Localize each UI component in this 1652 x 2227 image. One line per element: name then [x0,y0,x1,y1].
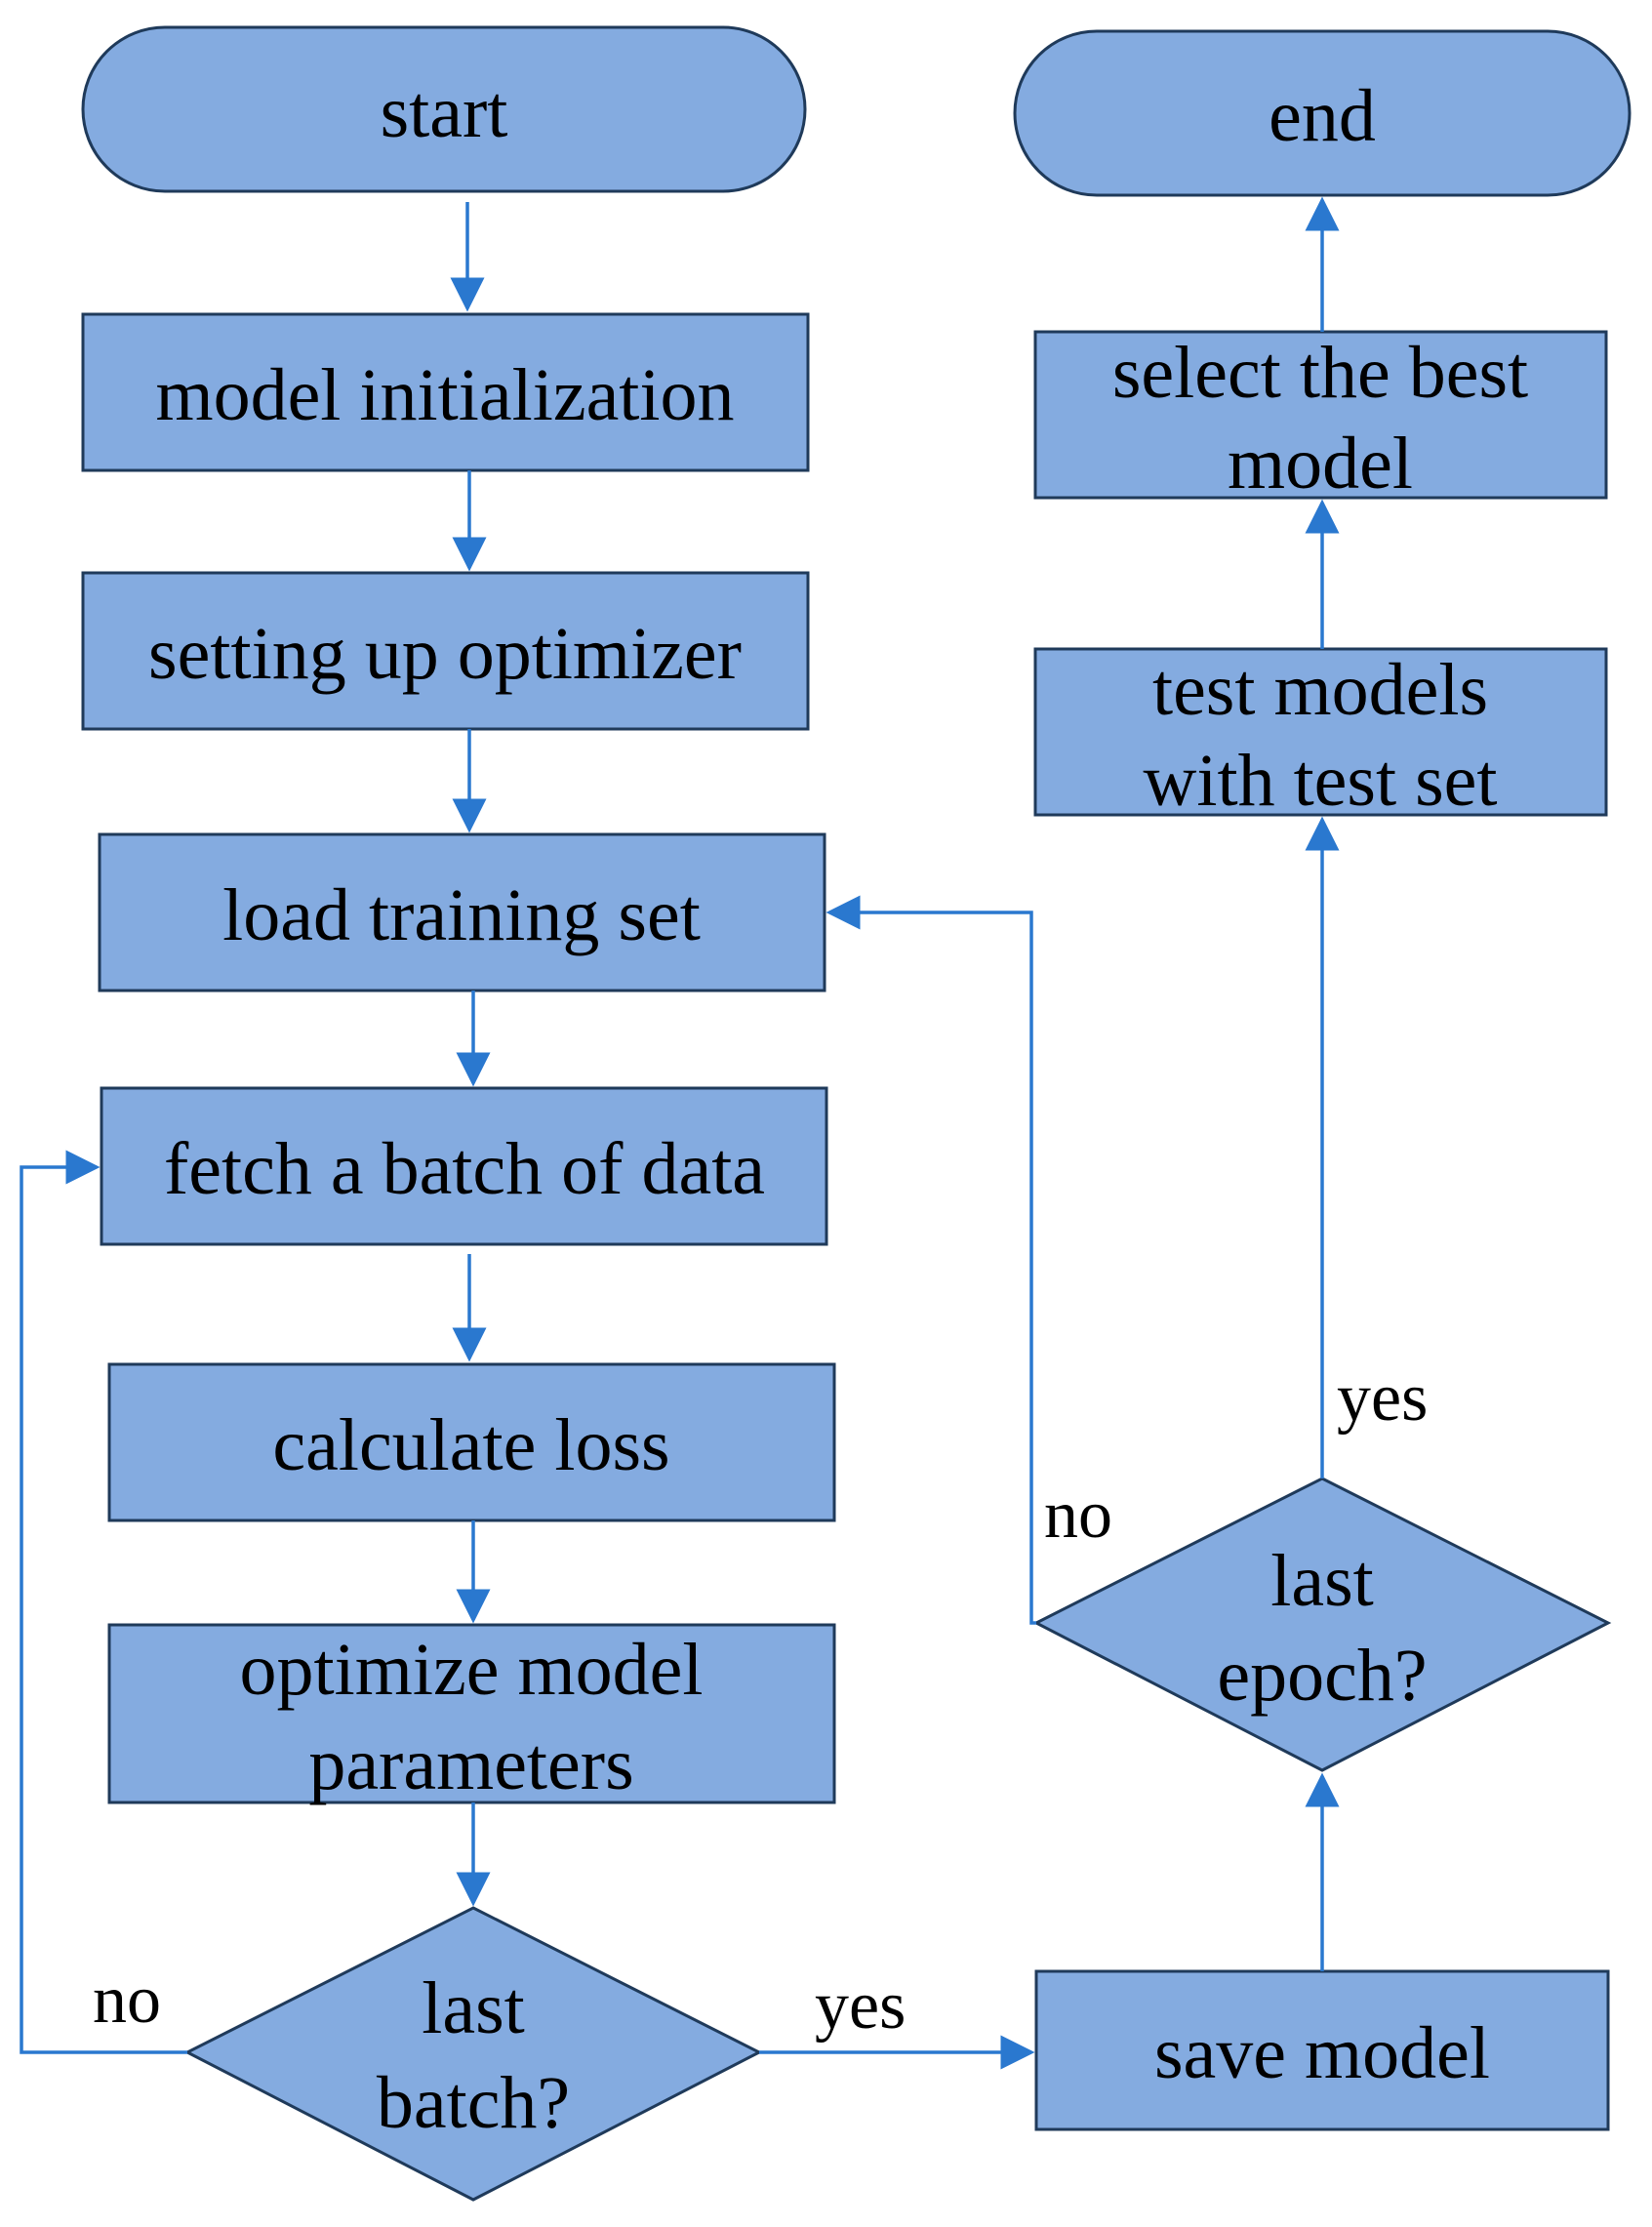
arrow-last-epoch-no-to-load [826,895,1036,1625]
optimize-parameters-node: optimize model parameters [107,1623,836,1805]
model-initialization-label: model initialization [155,354,734,436]
test-models-node: test models with test set [1033,647,1608,822]
optimizer-setup-label: setting up optimizer [148,613,742,695]
last-epoch-label-line2: epoch? [1217,1635,1427,1717]
edge-label-batch-yes: yes [815,1968,906,2044]
test-models-label-line1: test models [1152,649,1488,731]
edge-label-epoch-no: no [1044,1478,1112,1553]
last-batch-decision: last batch? [183,1906,763,2202]
start-node: start [81,25,807,193]
last-epoch-decision: last epoch? [1032,1477,1612,1772]
optimizer-setup-node: setting up optimizer [81,571,810,731]
save-model-node: save model [1034,1969,1610,2131]
save-model-label: save model [1154,2012,1490,2094]
fetch-batch-label: fetch a batch of data [164,1128,765,1210]
fetch-batch-node: fetch a batch of data [100,1086,828,1246]
calculate-loss-label: calculate loss [272,1404,669,1486]
test-models-label-line2: with test set [1143,740,1497,822]
start-label: start [381,71,508,153]
select-best-node: select the best model [1033,330,1608,505]
last-batch-label-line1: last [422,1967,525,2049]
model-initialization-node: model initialization [81,312,810,472]
select-best-label-line1: select the best [1112,332,1528,414]
last-epoch-label-line1: last [1270,1540,1374,1622]
calculate-loss-node: calculate loss [107,1362,836,1522]
edge-label-batch-no: no [93,1963,161,2038]
arrow-last-batch-no-to-fetch [20,1150,187,2054]
load-training-set-node: load training set [98,832,826,992]
optimize-parameters-label-line2: parameters [308,1723,633,1805]
load-training-set-label: load training set [222,874,701,956]
end-label: end [1269,75,1376,157]
end-node: end [1013,29,1632,197]
select-best-label-line2: model [1228,423,1413,505]
edge-label-epoch-yes: yes [1337,1360,1428,1436]
last-batch-label-line2: batch? [377,2062,570,2144]
optimize-parameters-label-line1: optimize model [240,1629,704,1711]
